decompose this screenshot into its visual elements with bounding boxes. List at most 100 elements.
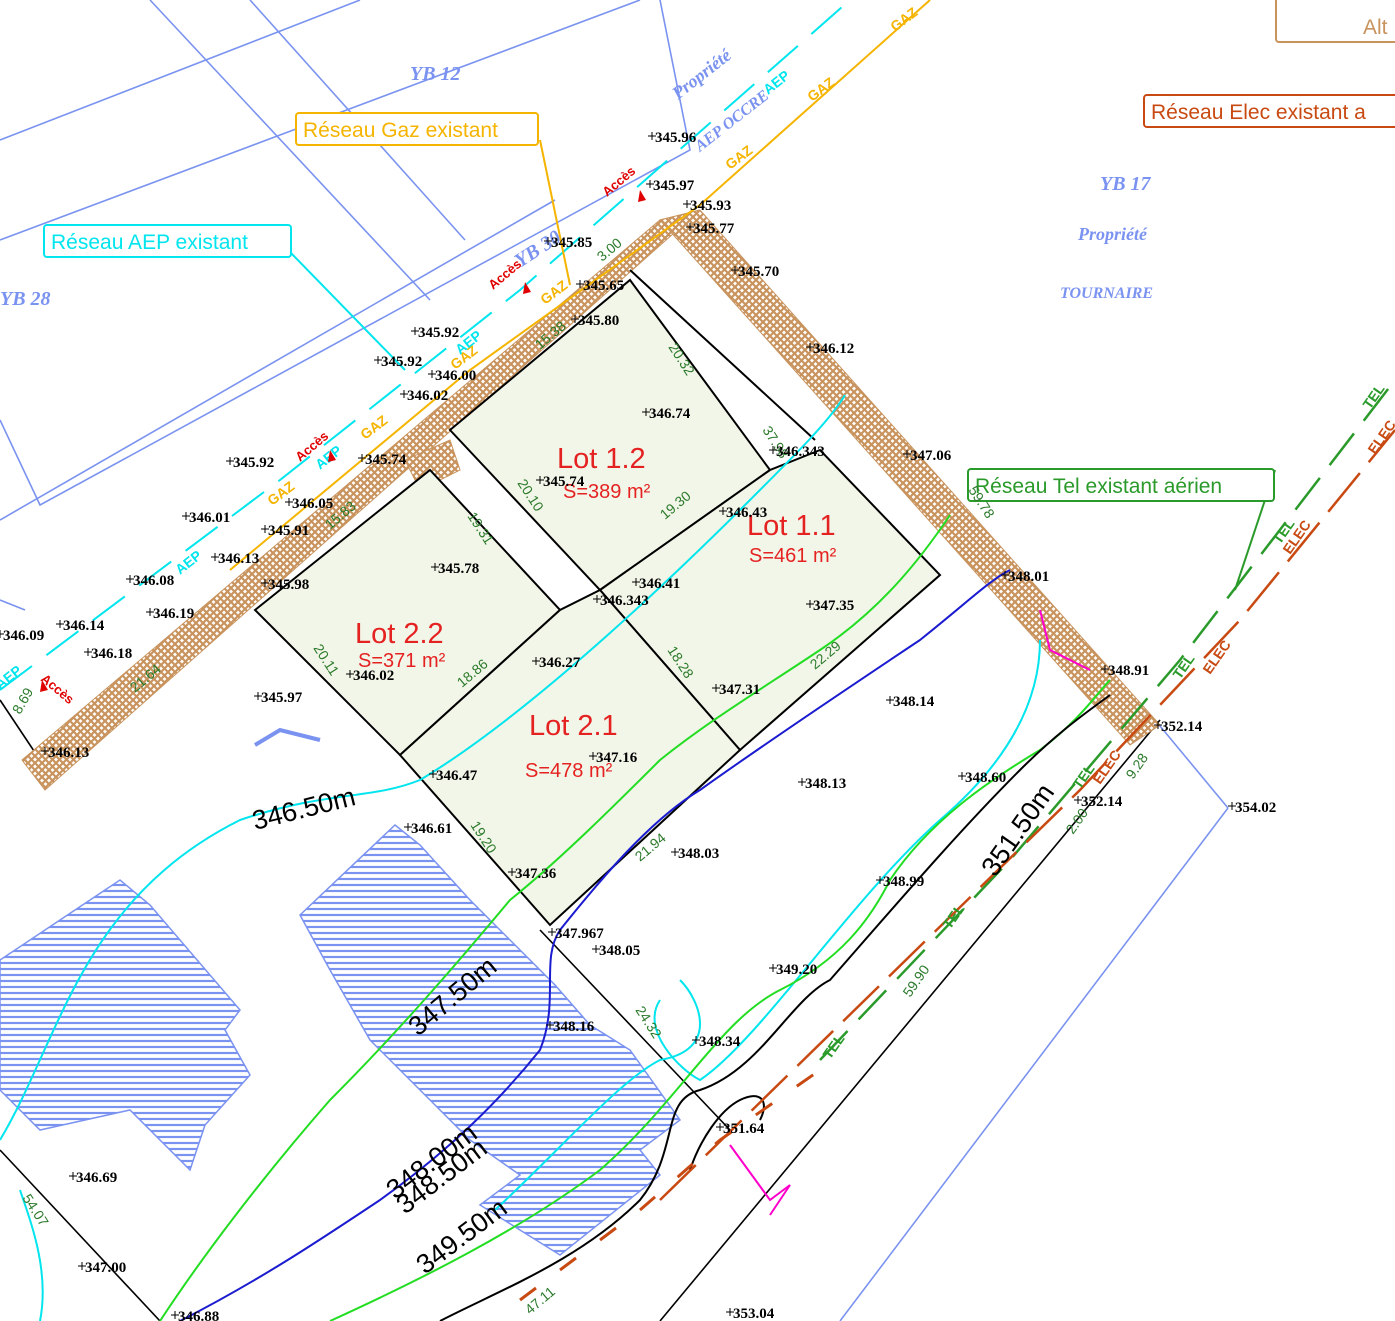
dimension: 47.11 bbox=[522, 1283, 558, 1317]
altitude-value: 348.14 bbox=[893, 694, 935, 710]
lot-name: Lot 1.2 bbox=[557, 443, 646, 475]
tel-legend-label: Réseau Tel existant aérien bbox=[975, 475, 1222, 498]
altitude-value: 348.99 bbox=[883, 874, 924, 890]
altitude-value: 346.61 bbox=[411, 821, 452, 837]
altitude-marker bbox=[78, 1262, 86, 1270]
altitude-value: 345.70 bbox=[738, 264, 779, 280]
water-legend: Réseau AEP existant bbox=[43, 224, 406, 371]
contour-label: 346.50m bbox=[249, 781, 358, 836]
altitude-value: 349.20 bbox=[776, 962, 817, 978]
altitude-value: 346.08 bbox=[133, 573, 174, 589]
altitude-marker bbox=[285, 498, 293, 506]
altitude-marker bbox=[671, 848, 679, 856]
altitude-marker bbox=[400, 390, 408, 398]
altitude-value: 345.74 bbox=[543, 474, 585, 490]
altitude-marker bbox=[261, 579, 269, 587]
altitude-value: 346.27 bbox=[539, 655, 581, 671]
contour-lines bbox=[0, 394, 1111, 1321]
gas-label: GAZ bbox=[722, 142, 756, 173]
parcel-label: TOURNAIRE bbox=[1060, 285, 1153, 302]
altitude-marker bbox=[429, 770, 437, 778]
lot-area: S=461 m² bbox=[749, 545, 837, 567]
alt-legend-label: Alt bbox=[1363, 16, 1388, 39]
altitude-marker bbox=[571, 315, 579, 323]
altitude-marker bbox=[686, 223, 694, 231]
altitude-value: 346.09 bbox=[3, 628, 44, 644]
altitude-marker bbox=[56, 620, 64, 628]
altitude-value: 347.06 bbox=[910, 448, 952, 464]
altitude-marker bbox=[41, 747, 49, 755]
altitude-value: 348.05 bbox=[599, 943, 640, 959]
altitude-value: 345.92 bbox=[418, 325, 459, 341]
altitude-value: 346.18 bbox=[91, 646, 132, 662]
lot-area: S=478 m² bbox=[525, 760, 613, 782]
altitude-value: 348.34 bbox=[699, 1034, 741, 1050]
altitude-marker bbox=[411, 327, 419, 335]
altitude-marker bbox=[346, 670, 354, 678]
altitude-value: 346.74 bbox=[649, 406, 691, 422]
altitude-marker bbox=[254, 692, 262, 700]
altitude-value: 346.13 bbox=[218, 551, 259, 567]
lot-area: S=371 m² bbox=[358, 650, 446, 672]
altitude-value: 346.69 bbox=[76, 1170, 117, 1186]
altitude-marker bbox=[719, 507, 727, 515]
altitude-marker bbox=[69, 1172, 77, 1180]
altitude-marker bbox=[876, 876, 884, 884]
altitude-value: 345.74 bbox=[365, 452, 407, 468]
altitude-value: 345.85 bbox=[551, 235, 592, 251]
parcel-label: Propriété bbox=[667, 44, 735, 103]
altitude-marker bbox=[1001, 571, 1009, 579]
altitude-value: 346.12 bbox=[813, 341, 854, 357]
altitude-marker bbox=[646, 180, 654, 188]
altitude-value: 345.92 bbox=[233, 455, 274, 471]
altitude-value: 346.19 bbox=[153, 606, 194, 622]
altitude-marker bbox=[536, 476, 544, 484]
electric-network bbox=[659, 429, 1395, 1201]
dimension: 59.90 bbox=[899, 962, 932, 1000]
contour-label: 351.50m bbox=[975, 778, 1060, 881]
dimension: 8.69 bbox=[9, 685, 37, 717]
altitude-marker bbox=[726, 1308, 734, 1316]
parcel-label: Propriété bbox=[1077, 224, 1148, 244]
lot-area: S=389 m² bbox=[563, 481, 651, 503]
altitude-marker bbox=[1228, 802, 1236, 810]
altitude-value: 346.43 bbox=[726, 505, 767, 521]
lot-name: Lot 1.1 bbox=[747, 510, 836, 542]
parcel-boundaries bbox=[0, 0, 1229, 1321]
altitude-marker bbox=[404, 823, 412, 831]
lot-2-1-outline bbox=[398, 588, 742, 927]
altitude-value: 354.02 bbox=[1235, 800, 1276, 816]
altitude-marker bbox=[126, 575, 134, 583]
altitude-marker bbox=[548, 928, 556, 936]
altitude-marker bbox=[576, 280, 584, 288]
altitude-marker bbox=[632, 578, 640, 586]
altitude-value: 347.00 bbox=[85, 1260, 126, 1276]
tel-legend: Réseau Tel existant aérien bbox=[967, 468, 1276, 591]
altitude-marker bbox=[642, 408, 650, 416]
altitude-value: 345.92 bbox=[381, 354, 422, 370]
altitude-marker bbox=[798, 778, 806, 786]
tel-label: TEL bbox=[1169, 651, 1198, 682]
altitude-value: 348.03 bbox=[678, 846, 719, 862]
altitude-value: 348.91 bbox=[1108, 663, 1149, 679]
altitude-value: 346.13 bbox=[48, 745, 89, 761]
altitude-value: 352.14 bbox=[1081, 794, 1123, 810]
altitude-marker bbox=[226, 457, 234, 465]
altitude-value: 346.02 bbox=[353, 668, 394, 684]
altitude-marker bbox=[958, 772, 966, 780]
altitude-marker bbox=[182, 512, 190, 520]
elec-label: ELEC bbox=[1089, 747, 1124, 787]
altitude-marker bbox=[261, 525, 269, 533]
altitude-value: 346.14 bbox=[63, 618, 105, 634]
altitude-value: 345.97 bbox=[261, 690, 303, 706]
altitude-value: 348.16 bbox=[553, 1019, 595, 1035]
altitude-legend-box: Alt bbox=[1275, 0, 1395, 43]
altitude-value: 346.343 bbox=[600, 593, 649, 609]
altitude-value: 345.77 bbox=[693, 221, 735, 237]
altitude-marker bbox=[544, 237, 552, 245]
altitude-value: 347.31 bbox=[719, 682, 760, 698]
altitude-marker bbox=[806, 343, 814, 351]
altitude-value: 346.05 bbox=[292, 496, 333, 512]
altitude-marker bbox=[769, 446, 777, 454]
altitude-value: 345.65 bbox=[583, 278, 624, 294]
